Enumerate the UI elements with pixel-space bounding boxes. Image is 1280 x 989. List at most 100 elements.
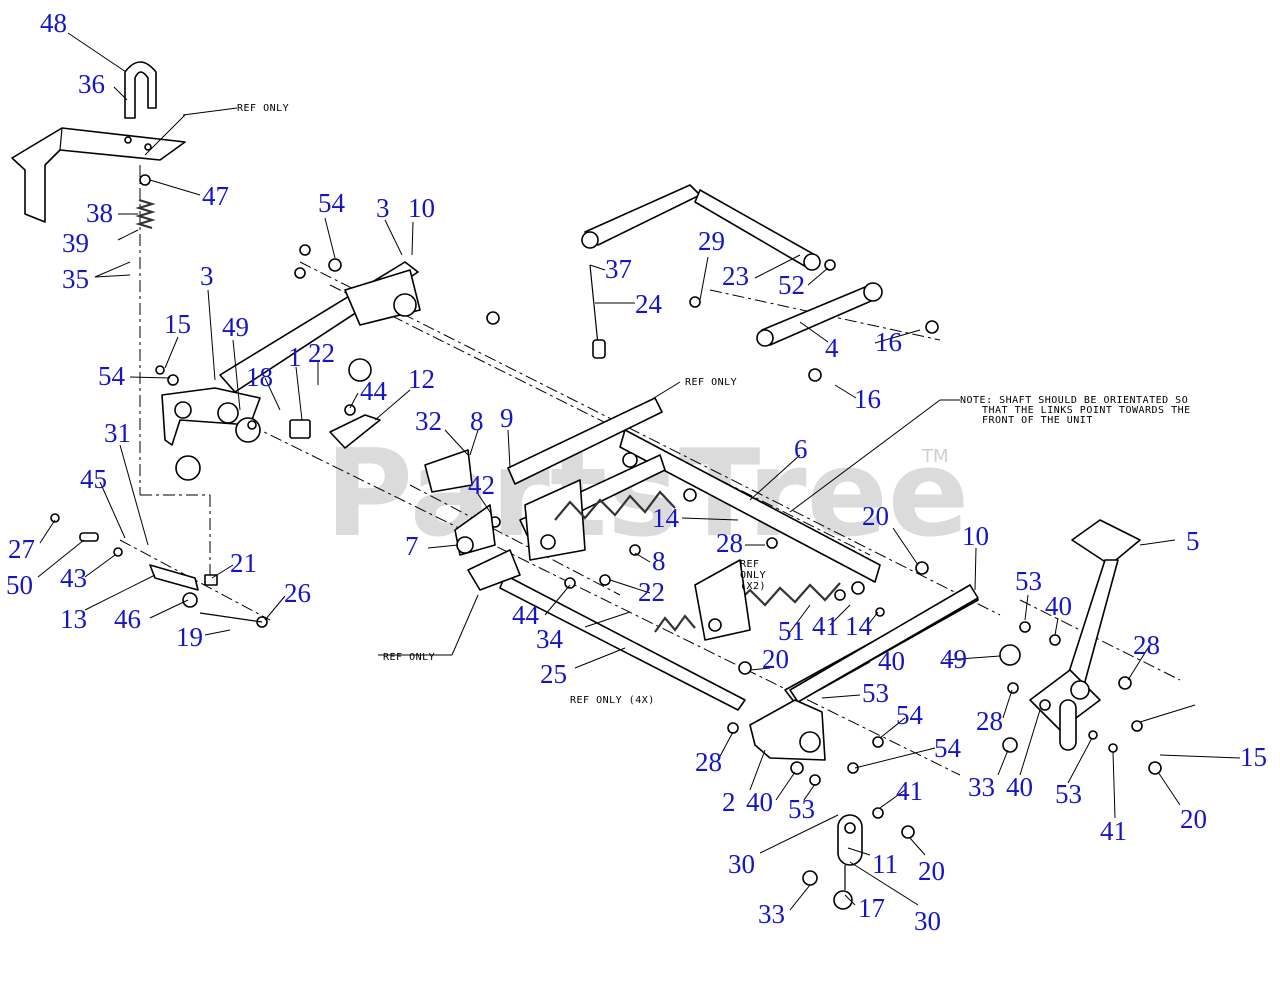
callouts: 48 36 47 38 39 35 54 3 10 3 15 49 54 1 1… xyxy=(6,8,1267,936)
callout: 54 xyxy=(896,700,924,730)
callout: 43 xyxy=(60,563,87,593)
note-ref-only: REF ONLY xyxy=(685,377,737,388)
pin-48 xyxy=(124,61,157,119)
note-ref: REF xyxy=(740,559,760,570)
callout: 53 xyxy=(1055,779,1082,809)
callout: 1 xyxy=(288,342,302,372)
tension-springs xyxy=(554,490,841,633)
callout: 32 xyxy=(415,406,442,436)
rod-24 xyxy=(589,264,606,359)
callout: 52 xyxy=(778,270,805,300)
callout: 41 xyxy=(812,611,839,641)
callout: 38 xyxy=(86,198,113,228)
spring-38 xyxy=(135,198,156,230)
link-4 xyxy=(756,282,883,347)
callout: 46 xyxy=(114,604,141,634)
callout: 3 xyxy=(200,261,214,291)
callout: 16 xyxy=(854,384,881,414)
callout: 8 xyxy=(470,406,484,436)
callout: 39 xyxy=(62,228,89,258)
callout: 35 xyxy=(62,264,89,294)
bellcrank-2 xyxy=(749,699,826,761)
note-shaft-2: THAT THE LINKS POINT TOWARDS THE xyxy=(982,405,1191,416)
callout: 24 xyxy=(635,289,663,319)
callout: 50 xyxy=(6,570,33,600)
adjuster-11 xyxy=(833,814,863,910)
callout: 28 xyxy=(695,747,722,777)
note-ref-only: REF ONLY xyxy=(383,652,435,663)
note-only: ONLY xyxy=(740,570,766,581)
callout: 15 xyxy=(164,309,191,339)
callout: 40 xyxy=(878,646,905,676)
callout: 20 xyxy=(862,501,889,531)
callout: 31 xyxy=(104,418,131,448)
pedal-5 xyxy=(1029,519,1141,751)
callout: 20 xyxy=(1180,804,1207,834)
callout: 19 xyxy=(176,622,203,652)
note-x2: (X2) xyxy=(740,581,766,592)
callout: 11 xyxy=(872,849,898,879)
callout: 2 xyxy=(722,787,736,817)
callout: 8 xyxy=(652,546,666,576)
callout: 30 xyxy=(728,849,755,879)
callout: 23 xyxy=(722,261,749,291)
callout: 20 xyxy=(918,856,945,886)
callout: 53 xyxy=(788,794,815,824)
callout: 22 xyxy=(638,577,665,607)
note-ref-only-4x: REF ONLY (4X) xyxy=(570,695,655,706)
callout: 6 xyxy=(794,434,808,464)
note-ref-only: REF ONLY xyxy=(237,103,289,114)
callout: 12 xyxy=(408,364,435,394)
callout: 34 xyxy=(536,624,564,654)
callout: 41 xyxy=(896,776,923,806)
callout: 54 xyxy=(98,361,126,391)
callout: 3 xyxy=(376,193,390,223)
mounting-bracket xyxy=(11,127,186,223)
callout: 21 xyxy=(230,548,257,578)
watermark-trademark: TM xyxy=(921,446,949,467)
callout: 36 xyxy=(78,69,105,99)
callout: 51 xyxy=(778,616,805,646)
note-shaft-1: NOTE: SHAFT SHOULD BE ORIENTATED SO xyxy=(960,395,1188,406)
note-shaft-3: FRONT OF THE UNIT xyxy=(982,415,1093,426)
callout: 37 xyxy=(605,254,632,284)
callout: 4 xyxy=(825,333,839,363)
callout: 30 xyxy=(914,906,941,936)
callout: 28 xyxy=(716,528,743,558)
callout: 29 xyxy=(698,226,725,256)
callout: 25 xyxy=(540,659,567,689)
callout: 14 xyxy=(652,503,680,533)
callout: 42 xyxy=(468,470,495,500)
callout: 40 xyxy=(1006,772,1033,802)
callout: 45 xyxy=(80,464,107,494)
callout: 22 xyxy=(308,338,335,368)
callout: 16 xyxy=(875,327,902,357)
callout: 28 xyxy=(976,706,1003,736)
link-23 xyxy=(581,184,821,271)
callout: 10 xyxy=(962,521,989,551)
callout: 33 xyxy=(968,772,995,802)
callout: 7 xyxy=(405,531,419,561)
callout: 40 xyxy=(1045,591,1072,621)
callout: 27 xyxy=(8,534,35,564)
callout: 53 xyxy=(862,678,889,708)
callout: 14 xyxy=(845,611,873,641)
callout: 13 xyxy=(60,604,87,634)
callout: 47 xyxy=(202,181,229,211)
callout: 20 xyxy=(762,644,789,674)
nut-47 xyxy=(139,174,151,186)
callout: 49 xyxy=(940,644,967,674)
notes: REF ONLY REF ONLY REF ONLY REF ONLY (X2)… xyxy=(237,103,1191,706)
callout: 54 xyxy=(934,733,962,763)
callout: 49 xyxy=(222,312,249,342)
callout: 9 xyxy=(500,403,514,433)
callout: 18 xyxy=(246,362,273,392)
lift-arm-right xyxy=(789,584,979,703)
callout: 44 xyxy=(360,376,388,406)
callout: 40 xyxy=(746,787,773,817)
leader-lines xyxy=(37,32,1241,911)
lift-arm-upper xyxy=(344,269,421,382)
callout: 48 xyxy=(40,8,67,38)
callout: 41 xyxy=(1100,816,1127,846)
